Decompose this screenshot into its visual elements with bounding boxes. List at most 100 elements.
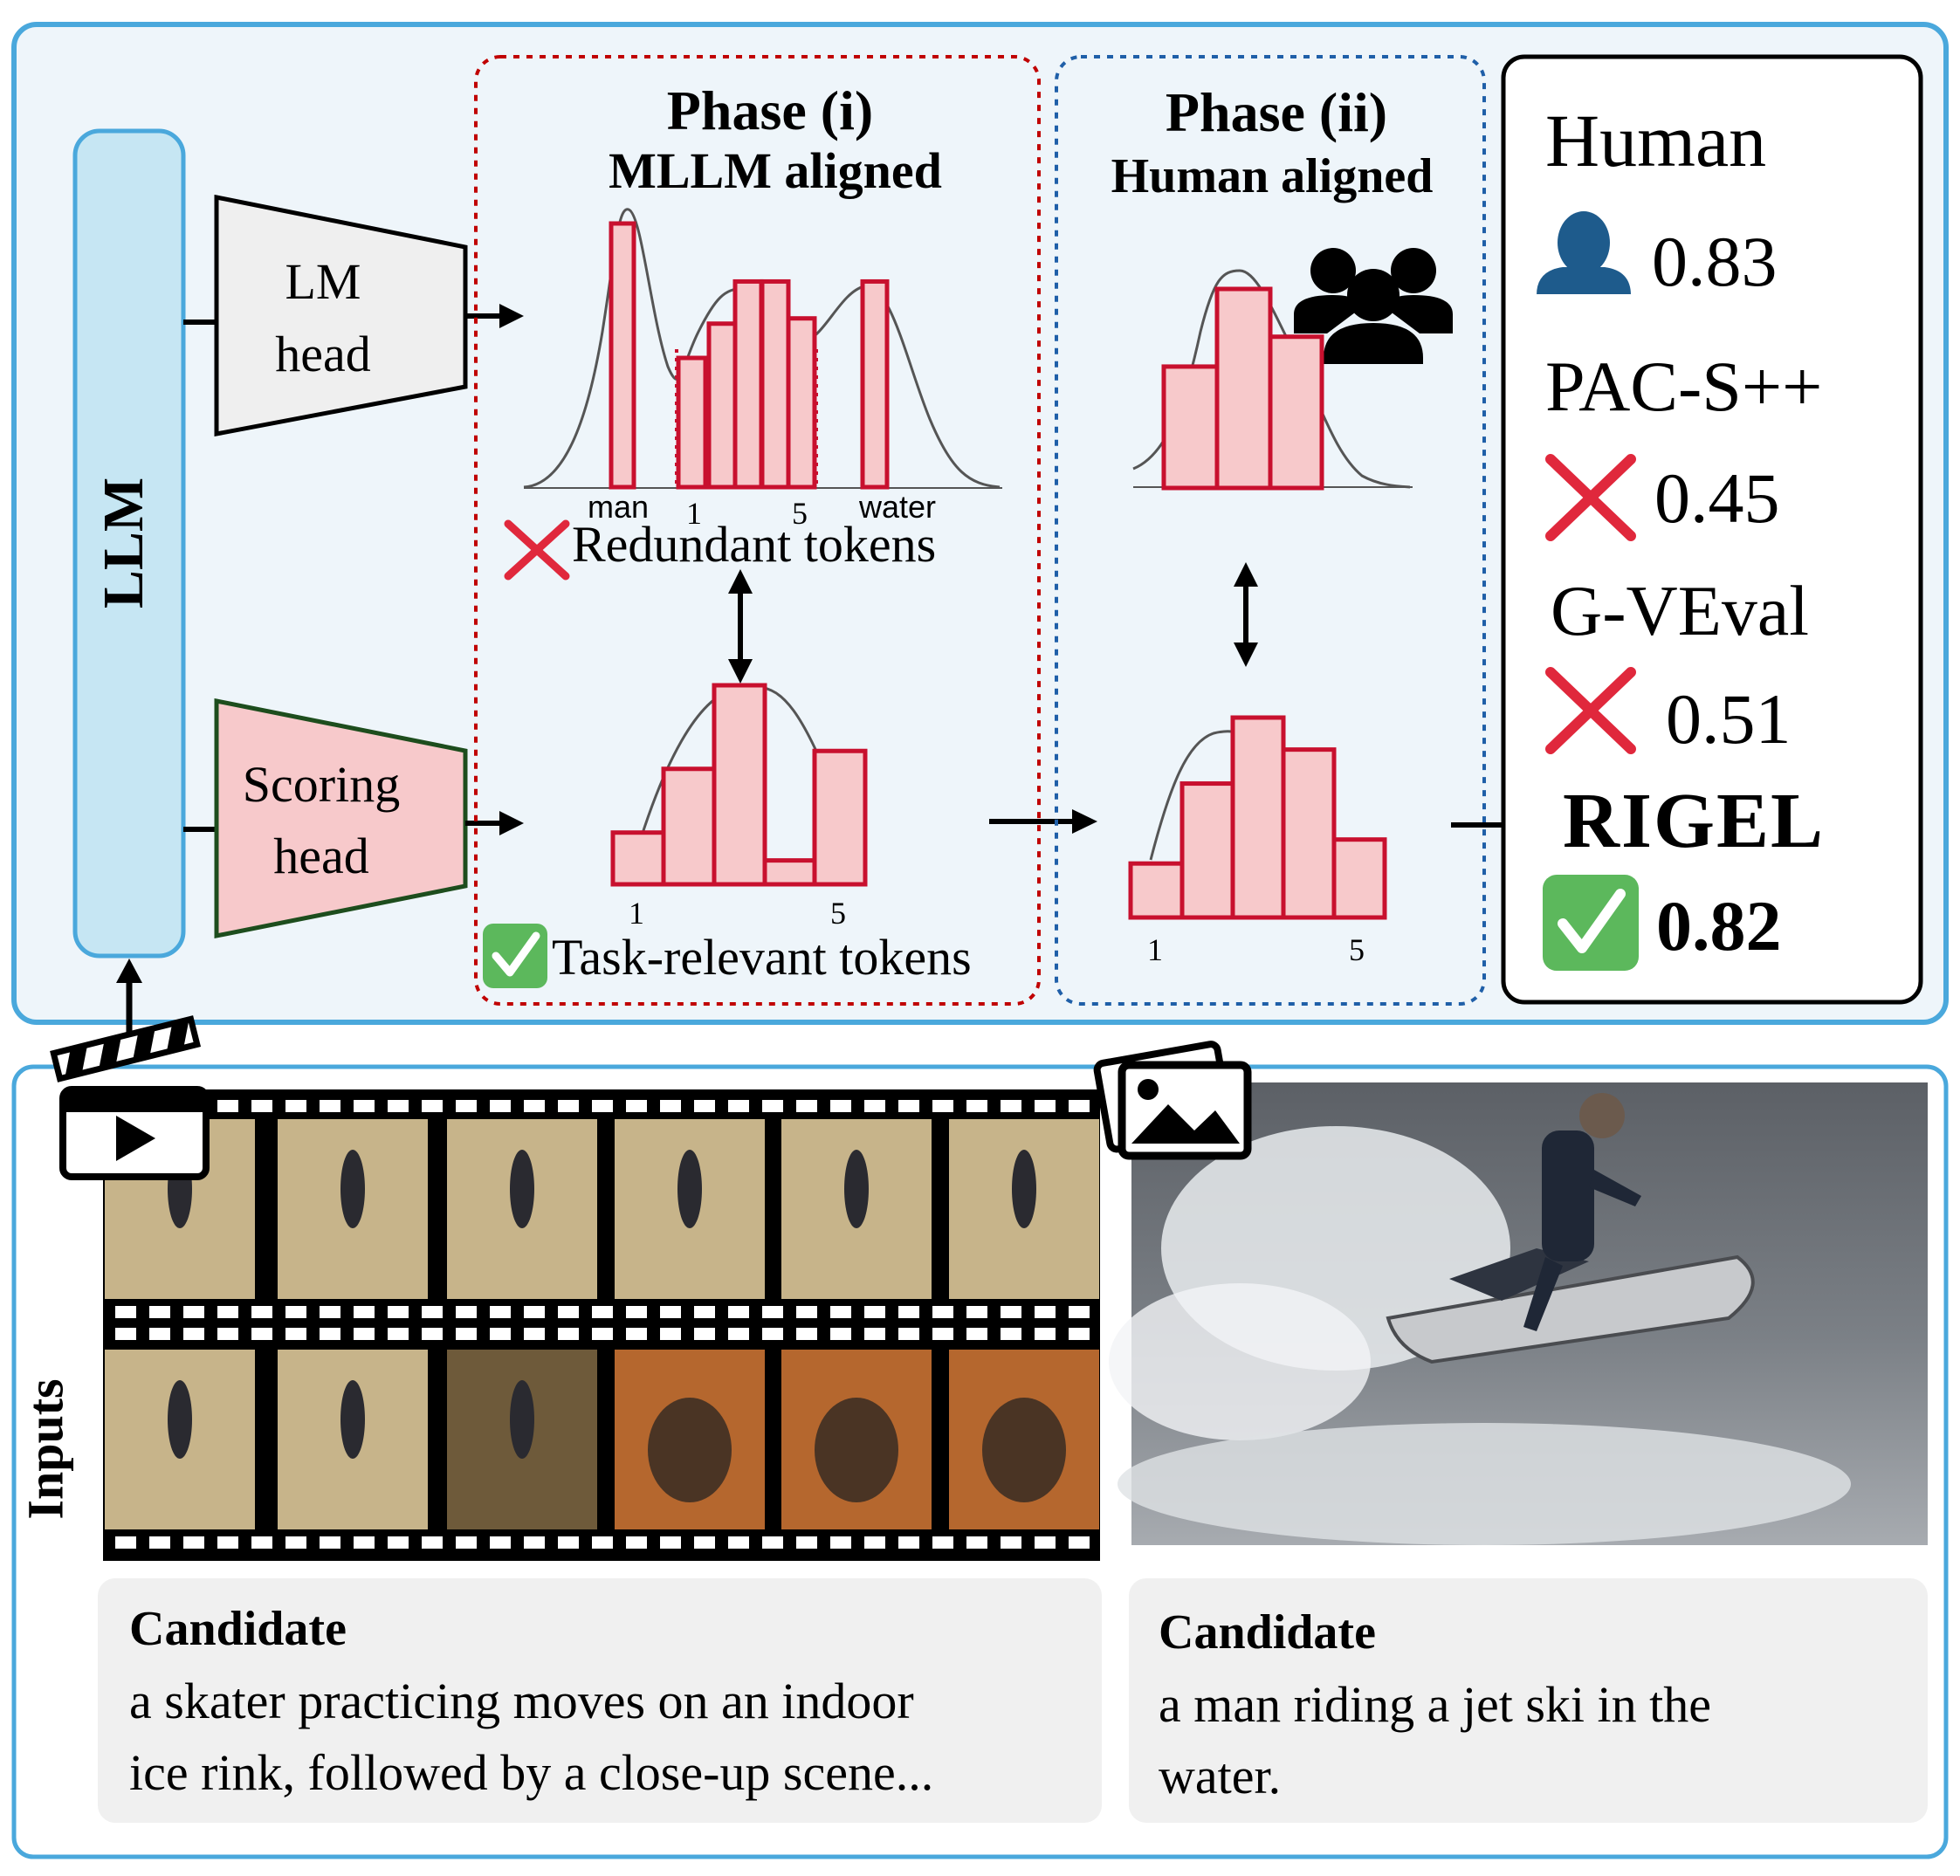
film-sprocket-hole [592, 1306, 613, 1318]
film-sprocket-hole [183, 1306, 204, 1318]
phase2-box [1055, 55, 1486, 1006]
task-relevant-tokens-label: Task-relevant tokens [552, 929, 972, 986]
human-value: 0.83 [1652, 222, 1778, 301]
pacs-label: PAC-S++ [1545, 347, 1822, 426]
film-sprocket-hole [898, 1100, 919, 1112]
phase2-top-chart [1132, 269, 1413, 491]
film-sprocket-hole [762, 1100, 783, 1112]
film-sprocket-hole [320, 1100, 340, 1112]
image-candidate-text-line2: water. [1159, 1748, 1281, 1804]
phase1-bottom-label-1: 1 [629, 896, 644, 931]
phase2-top-human-distribution-bar-3 [1268, 334, 1324, 491]
film-sprocket-hole [251, 1306, 272, 1318]
scoring-head-line2: head [273, 828, 369, 884]
film-sprocket-hole [1035, 1328, 1056, 1340]
video-frame-figure [510, 1380, 534, 1459]
video-candidate-text-line1: a skater practicing moves on an indoor [129, 1673, 914, 1729]
phase2-title: Phase (ii) [1166, 81, 1387, 143]
video-frame-figure [982, 1398, 1066, 1502]
phase2-bottom-chart: 1 5 [1128, 715, 1387, 967]
x-mark-icon [504, 519, 570, 581]
film-sprocket-hole [694, 1328, 715, 1340]
phase1-top-token-distribution-bar-5 [786, 316, 817, 490]
film-sprocket-hole [354, 1306, 375, 1318]
lm-head-line2: head [275, 326, 371, 382]
film-sprocket-hole [490, 1100, 511, 1112]
image-candidate-text-line1: a man riding a jet ski in the [1159, 1676, 1711, 1733]
film-sprocket-hole [966, 1328, 987, 1340]
film-sprocket-hole [490, 1328, 511, 1340]
film-sprocket-hole [1069, 1328, 1090, 1340]
phase1-bottom-chart: 1 5 [610, 683, 868, 931]
film-sprocket-hole [490, 1536, 511, 1549]
phase1-to-phase2-arrowhead [1072, 809, 1097, 834]
video-candidate-card [98, 1578, 1102, 1823]
phase1-top-chart: man 1 5 water [523, 208, 1002, 531]
film-sprocket-hole [898, 1306, 919, 1318]
film-sprocket-hole [966, 1536, 987, 1549]
film-sprocket-hole [285, 1306, 306, 1318]
phase1-top-token-distribution-bar-b6 [760, 278, 791, 490]
film-sprocket-hole [217, 1100, 238, 1112]
video-frame-figure [340, 1150, 365, 1228]
video-frame-figure [677, 1150, 702, 1228]
film-sprocket-hole [626, 1306, 647, 1318]
film-sprocket-hole [660, 1328, 681, 1340]
film-sprocket-hole [388, 1100, 409, 1112]
film-sprocket-hole [796, 1100, 817, 1112]
phase1-bottom-score-distribution-bar-3 [712, 683, 767, 887]
image-candidate-title: Candidate [1159, 1605, 1376, 1660]
film-sprocket-hole [694, 1100, 715, 1112]
phase1-top-label-1: 1 [686, 496, 702, 531]
picture-icon [1093, 1041, 1252, 1160]
phase1-top-label-5: 5 [792, 496, 808, 531]
film-sprocket-hole [966, 1306, 987, 1318]
film-sprocket-hole [524, 1328, 545, 1340]
film-sprocket-hole [1069, 1100, 1090, 1112]
film-sprocket-hole [388, 1328, 409, 1340]
lm-head-block [214, 194, 468, 437]
phase2-subtitle: Human aligned [1111, 149, 1434, 203]
phase1-top-label-water: water [858, 489, 936, 525]
film-sprocket-hole [830, 1536, 851, 1549]
film-sprocket-hole [354, 1536, 375, 1549]
film-sprocket-hole [320, 1306, 340, 1318]
scoring-head-block [214, 697, 468, 939]
film-sprocket-hole [796, 1536, 817, 1549]
redundant-tokens-label: Redundant tokens [572, 516, 936, 573]
phase2-top-human-distribution-bar-1 [1161, 364, 1220, 491]
scoring-head-arrowhead [499, 811, 524, 835]
phase2-bottom-score-distribution-bar-4 [1281, 747, 1337, 920]
llm-label: LLM [92, 478, 155, 608]
film-sprocket-hole [592, 1536, 613, 1549]
film-sprocket-hole [1001, 1328, 1021, 1340]
film-sprocket-hole [626, 1536, 647, 1549]
phase2-double-arrow [1234, 562, 1258, 667]
film-sprocket-hole [898, 1536, 919, 1549]
film-sprocket-hole [422, 1100, 443, 1112]
phase1-top-token-distribution-bar-water [860, 278, 890, 490]
phase1-top-token-distribution-bar-1 [676, 355, 708, 490]
video-frame-figure [510, 1150, 534, 1228]
phase2-bottom-score-distribution-bar-3 [1230, 715, 1286, 920]
video-frame-figure [648, 1398, 732, 1502]
film-sprocket-hole [217, 1306, 238, 1318]
film-sprocket-hole [115, 1536, 136, 1549]
film-sprocket-hole [456, 1306, 477, 1318]
film-sprocket-hole [830, 1306, 851, 1318]
film-sprocket-hole [660, 1100, 681, 1112]
film-sprocket-hole [660, 1306, 681, 1318]
phase1-top-token-distribution-bar-man [609, 221, 636, 490]
geval-label: G-VEval [1551, 571, 1809, 650]
phase2-bottom-score-distribution-bar-5 [1331, 837, 1387, 920]
jet-ski-photo [1109, 1082, 1928, 1545]
rigel-label: RIGEL [1563, 778, 1825, 864]
film-sprocket-hole [456, 1536, 477, 1549]
check-box-icon [1543, 875, 1639, 971]
x-mark-icon [1545, 667, 1636, 754]
people-group-icon [1294, 248, 1453, 364]
phase1-bottom-label-5: 5 [830, 896, 846, 931]
video-frame-figure [340, 1380, 365, 1459]
image-candidate-card [1129, 1578, 1928, 1823]
